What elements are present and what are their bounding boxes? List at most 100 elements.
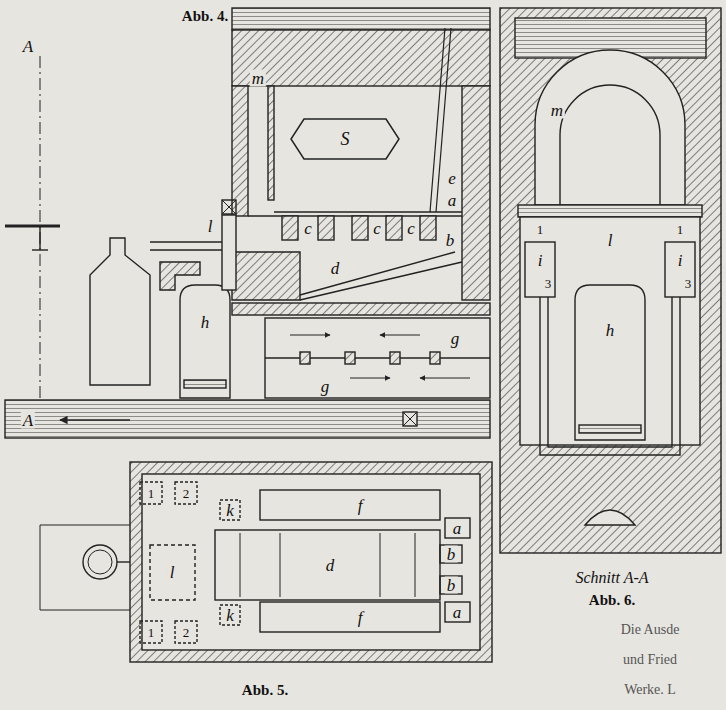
section-abb4-part [420,216,436,240]
part-letter: b [445,577,458,594]
part-letter: h [604,322,617,339]
part-letter: g [449,330,462,347]
section-abb5-part [440,576,462,594]
bleed-through-text: Werke. L [622,683,678,697]
part-letter: S [290,130,400,148]
section-abb4-part [318,216,334,240]
section-abb6-part [579,425,641,433]
section-abb4-part [232,30,490,86]
part-letter: 3 [543,277,554,290]
part-letter: b [444,232,457,249]
part-letter: c [371,220,383,237]
section-abb4-part [222,215,236,290]
section-abb4-part [232,252,300,300]
section-abb5-part [240,533,241,597]
section-abb4-part [403,412,417,426]
section-abb4-part [184,380,226,388]
part-letter: k [224,607,236,624]
part-letter: 2 [181,626,192,639]
section-abb6-part [575,285,645,440]
section-abb5-part [88,550,112,574]
part-letter: 2 [181,487,192,500]
part-letter: c [405,220,417,237]
section-abb4-part [90,238,150,385]
part-letter: 3 [683,277,694,290]
section-abb6-part [525,242,555,297]
part-letter: m [549,102,565,119]
section-abb5-part [140,482,162,504]
section-abb4-part [39,226,40,250]
section-abb4-part [5,225,60,228]
section-abb4-part [462,86,490,300]
section-abb4-part [265,357,490,358]
figure-title: Abb. 4. [180,9,230,24]
part-letter: 1 [675,223,686,236]
section-abb4-part [282,216,298,240]
part-letter: a [451,520,464,537]
section-abb6-part [518,205,702,217]
section-abb4-part [274,211,462,212]
section-abb4-part [386,216,402,240]
section-abb6-part [560,85,660,205]
part-letter: l [206,218,215,235]
section-abb4-part [420,378,470,379]
figure-title: Abb. 6. [587,593,637,608]
section-abb4-part [60,419,130,420]
part-letter: A [21,412,35,429]
part-letter: f [356,497,365,514]
section-abb5-part [150,545,195,600]
section-abb4-part [40,56,41,410]
section-abb4-part [265,318,490,398]
section-abb4-part [380,335,420,336]
section-abb5-part [117,561,130,562]
section-abb4-part [150,241,222,242]
section-abb4-part [150,249,222,250]
section-abb4-part [352,216,368,240]
part-letter: b [445,546,458,563]
part-letter: l [168,564,177,581]
section-abb5-part [380,533,381,597]
section-abb5 [40,462,492,662]
section-abb4-part [390,352,400,364]
section-abb4-part [350,378,390,379]
section-abb5-part [83,545,117,579]
section-abb5-part [175,621,197,643]
part-letter: 1 [146,487,157,500]
part-letter: e [446,170,458,187]
section-abb4-part [345,352,355,364]
part-letter: g [319,378,332,395]
section-abb5-part [220,500,240,520]
part-letter: c [302,220,314,237]
section-abb4-part [180,285,230,398]
charge-block: S [290,118,400,160]
section-abb6-part [665,242,695,297]
part-letter: f [356,609,365,626]
section-abb5-part [140,621,162,643]
part-letter: d [324,557,337,574]
section-abb6-part [585,510,635,525]
section-abb5-part [142,474,480,650]
charge-outline [291,119,399,159]
section-abb6 [500,8,721,553]
section-abb6-part [520,217,700,445]
section-abb4-part [32,249,48,250]
section-abb4-part [232,86,248,216]
section-abb5-part [175,482,197,504]
part-letter: l [606,232,615,249]
section-abb5-part [130,462,492,662]
section-abb4-part [268,86,274,200]
section-abb5-part [40,525,130,610]
section-abb4-part [232,303,490,315]
part-letter: m [250,70,266,87]
section-abb6-part [500,8,721,553]
section-abb5-part [445,518,470,538]
part-letter: k [224,502,236,519]
figure-caption: Schnitt A-A [573,570,650,586]
part-letter: 1 [146,626,157,639]
section-abb4-part [300,352,310,364]
part-letter: i [676,252,685,269]
section-abb4-part [222,200,236,214]
section-abb4-part [430,352,440,364]
section-abb6-part [548,297,672,447]
